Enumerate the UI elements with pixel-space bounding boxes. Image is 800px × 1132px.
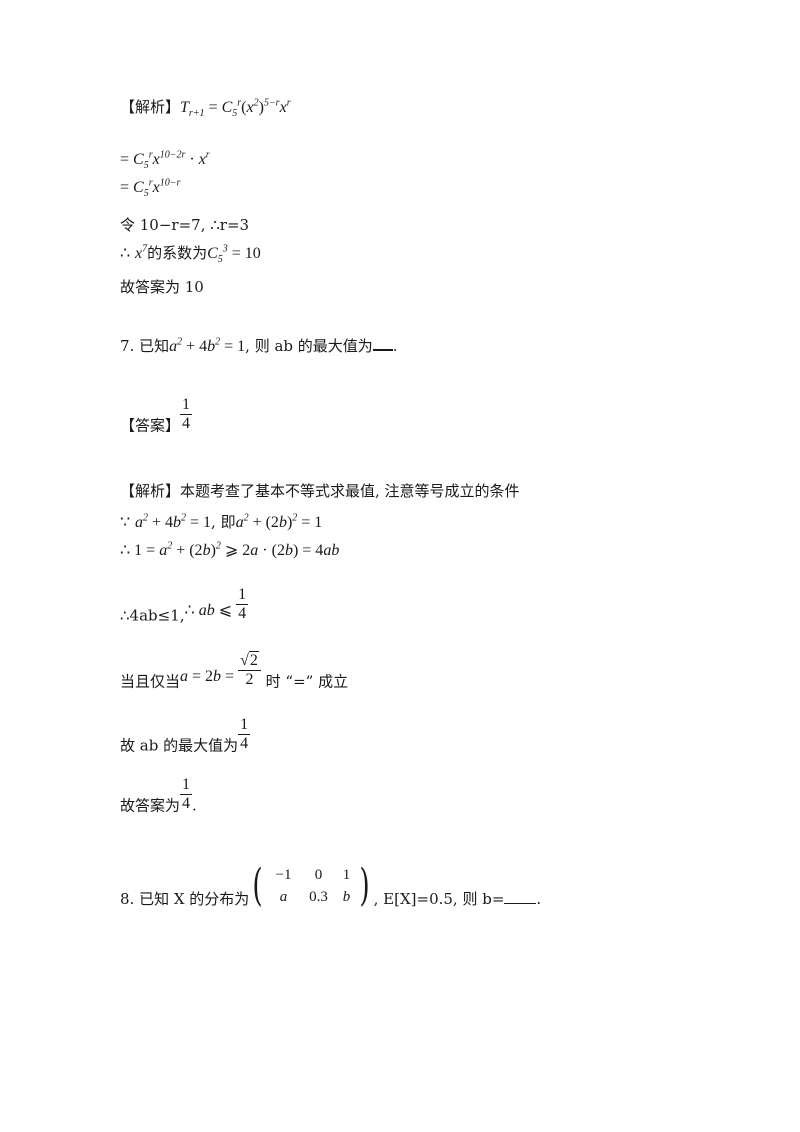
solution-line-1: 【解析】Tr+1 = C5r(x2)5−rxr bbox=[120, 97, 291, 120]
answer-blank[interactable] bbox=[372, 335, 393, 351]
q8-condition: , E[X]=0.5, 则 b= bbox=[373, 890, 505, 908]
solution-line-2: = C5rx10−2r · xr bbox=[120, 149, 210, 172]
q7-middle: , 则 ab 的最大值为 bbox=[245, 337, 373, 355]
right-paren: ) bbox=[359, 860, 371, 911]
answer-label: 【答案】 bbox=[120, 416, 181, 435]
solution-line-4: 令 10−r=7, ∴r=3 bbox=[120, 216, 250, 234]
question-7: 7. 已知a2 + 4b2 = 1, 则 ab 的最大值为. bbox=[120, 335, 398, 355]
analysis-label-2: 【解析】 bbox=[120, 482, 181, 500]
step-1: ∵ a2 + 4b2 = 1, 即a2 + (2b)2 = 1 bbox=[120, 512, 323, 531]
q7-prefix: 7. 已知 bbox=[120, 337, 170, 355]
binomial-term-formula: Tr+1 = C5r(x2)5−rxr bbox=[180, 97, 291, 120]
solution-line-5: ∴ x7的系数为C53 = 10 bbox=[120, 243, 261, 266]
analysis-line: 【解析】本题考查了基本不等式求最值, 注意等号成立的条件 bbox=[120, 481, 520, 501]
q8-prefix: 8. 已知 X 的分布为 bbox=[120, 890, 250, 908]
coefficient-text: 的系数为 bbox=[147, 244, 208, 262]
answer-blank-8[interactable] bbox=[504, 889, 537, 904]
left-paren: ( bbox=[252, 860, 264, 911]
step-2: ∴ 1 = a2 + (2b)2 ⩾ 2a · (2b) = 4ab bbox=[120, 540, 340, 559]
analysis-text: 本题考查了基本不等式求最值, 注意等号成立的条件 bbox=[180, 482, 520, 500]
analysis-label: 【解析】 bbox=[120, 98, 181, 116]
solution-line-6: 故答案为 10 bbox=[120, 278, 204, 296]
solution-line-3: = C5rx10−r bbox=[120, 177, 181, 200]
